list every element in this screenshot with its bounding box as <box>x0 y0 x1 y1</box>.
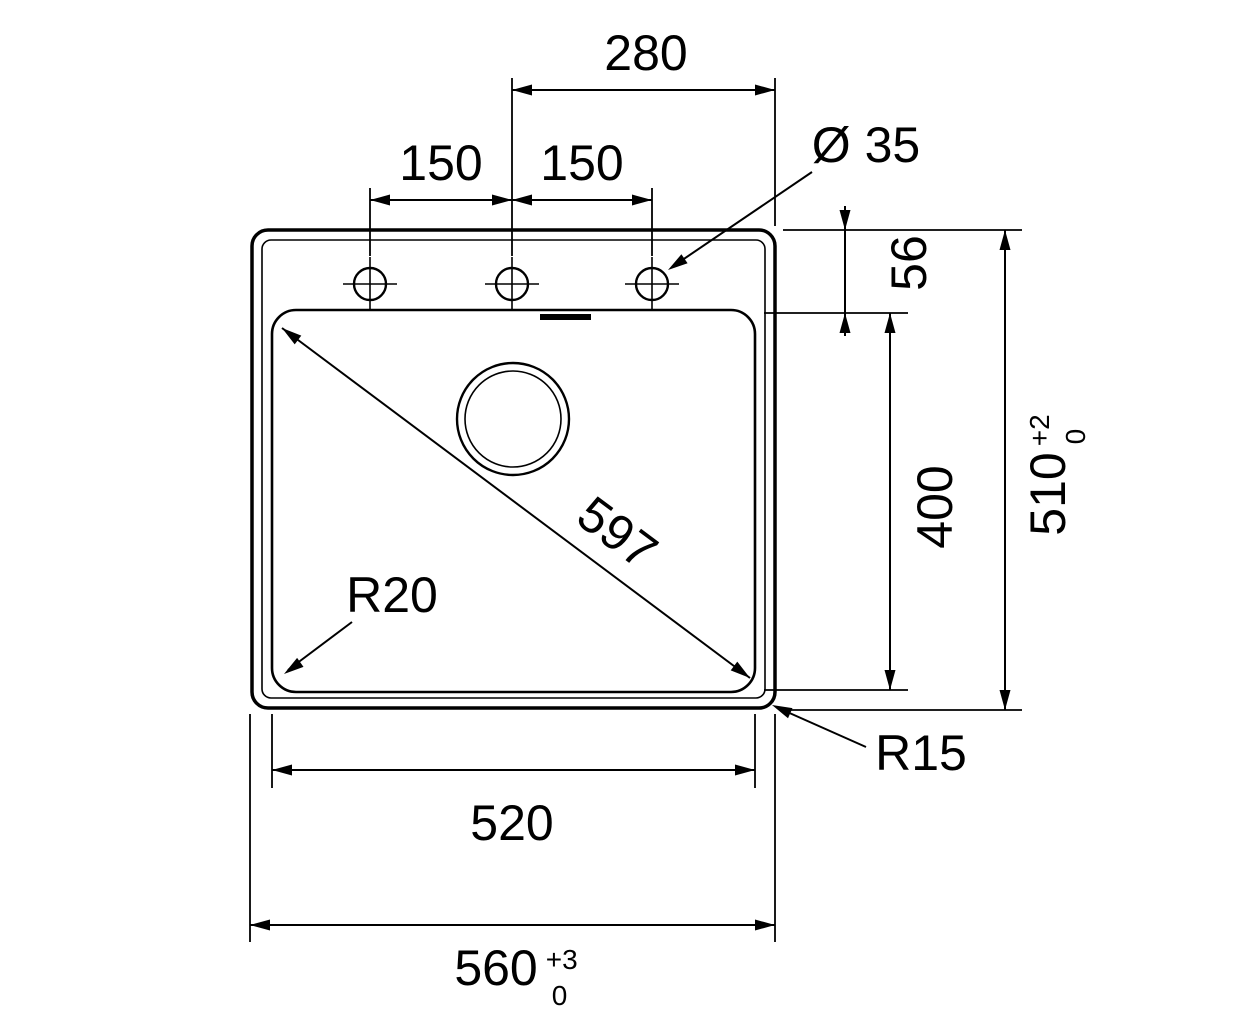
arrowhead <box>839 313 851 333</box>
arrowhead <box>250 919 270 931</box>
dim-bowl-diagonal: 597 <box>281 327 751 679</box>
dim-label-overall-width: 560 +3 0 <box>454 940 577 1011</box>
dim-label-overall-depth: 510 +2 0 <box>1020 414 1091 535</box>
dim-label-bowl-depth: 400 <box>907 465 963 548</box>
dim-label-rim-offset: 56 <box>881 235 937 291</box>
dim-overall-depth: 510 +2 0 <box>783 229 1091 711</box>
tap-hole-right <box>625 257 679 311</box>
arrowhead <box>839 210 851 230</box>
bowl-edge <box>270 308 757 694</box>
dimension-line <box>281 327 751 679</box>
dim-label-bowl-diagonal: 597 <box>567 485 667 580</box>
arrowhead <box>755 84 775 96</box>
arrowhead <box>370 194 390 206</box>
arrowhead <box>884 670 896 690</box>
overall-depth-tol-lower: 0 <box>1060 429 1091 445</box>
arrowhead <box>884 313 896 333</box>
dim-bowl-width: 520 <box>271 714 756 851</box>
dim-label-outer-corner-radius: R15 <box>875 725 967 781</box>
dim-tap-span: 280 <box>511 25 776 256</box>
tap-hole-left <box>343 257 397 311</box>
overall-width-value: 560 <box>454 940 537 996</box>
arrowhead <box>999 230 1011 250</box>
arrowhead <box>730 661 750 678</box>
arrowhead <box>272 764 292 776</box>
drain <box>455 361 571 477</box>
arrowhead <box>999 690 1011 710</box>
dim-label-pitch-left: 150 <box>399 135 482 191</box>
drain-inner-circle <box>464 370 562 468</box>
arrowhead <box>492 194 512 206</box>
arrowhead <box>668 254 688 270</box>
arrowhead <box>755 919 775 931</box>
arrowhead <box>512 84 532 96</box>
sink-outline <box>250 228 777 710</box>
dim-label-hole-diameter: Ø 35 <box>812 117 920 173</box>
drain-outer-circle <box>455 361 571 477</box>
dim-bowl-depth: 400 <box>764 313 963 691</box>
arrowhead <box>284 657 304 674</box>
arrowhead <box>282 328 302 345</box>
dim-rim-offset: 56 <box>764 206 937 336</box>
dim-bowl-corner-radius: R20 <box>284 567 438 674</box>
dim-overall-width: 560 +3 0 <box>249 714 776 1011</box>
dim-tap-pitch: 150 150 <box>369 135 653 256</box>
leader-line <box>671 171 813 268</box>
arrowhead <box>512 194 532 206</box>
sink-rim-inner-edge <box>261 239 766 699</box>
overall-width-tol-lower: 0 <box>552 980 568 1011</box>
arrowhead <box>735 764 755 776</box>
tap-hole-center <box>485 257 539 311</box>
tap-holes <box>343 257 679 311</box>
dim-hole-diameter: Ø 35 <box>668 117 920 270</box>
dim-label-tap-span: 280 <box>604 25 687 81</box>
dim-label-bowl-corner-radius: R20 <box>346 567 438 623</box>
dim-outer-corner-radius: R15 <box>772 705 967 781</box>
arrowhead <box>772 705 793 719</box>
overall-depth-tol-upper: +2 <box>1024 414 1055 446</box>
dim-label-pitch-right: 150 <box>540 135 623 191</box>
arrowhead <box>632 194 652 206</box>
overall-depth-value: 510 <box>1020 452 1076 535</box>
dim-label-bowl-width: 520 <box>470 795 553 851</box>
overall-width-tol-upper: +3 <box>546 944 578 975</box>
sink-outer-edge <box>250 228 777 710</box>
leader-line <box>775 706 867 748</box>
